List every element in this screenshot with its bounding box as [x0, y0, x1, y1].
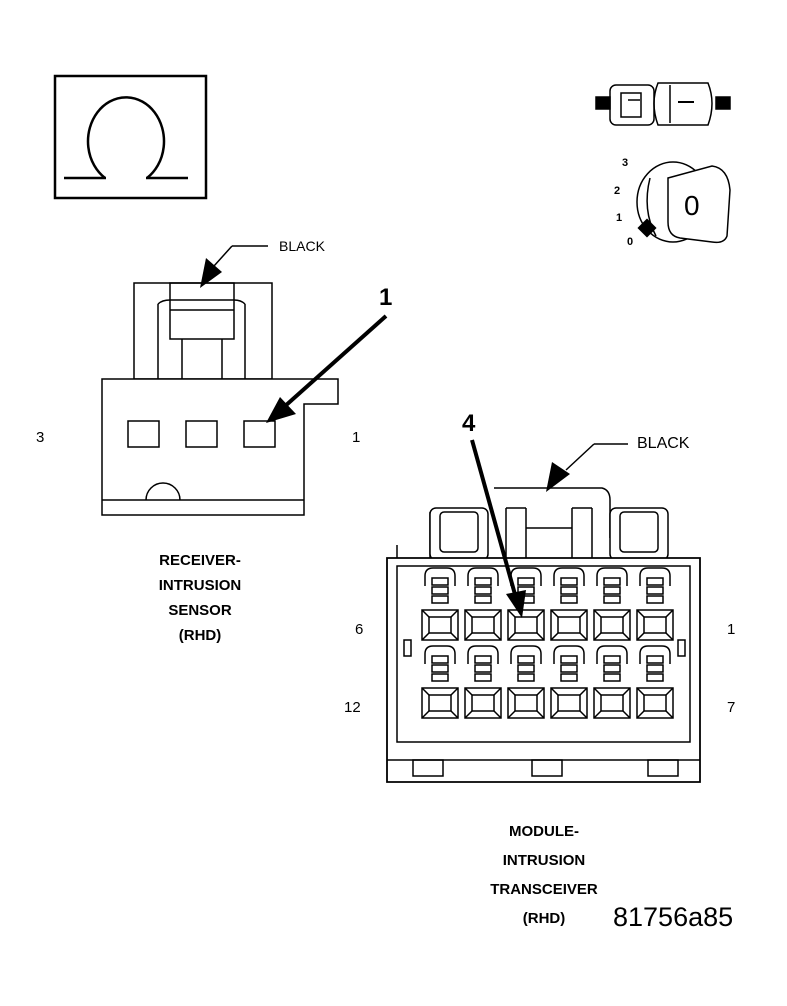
- module-cavity: [550, 567, 588, 641]
- module-pin-1: 1: [727, 621, 736, 638]
- receiver-title: RECEIVER- INTRUSION SENSOR (RHD): [158, 552, 242, 644]
- module-pin-7: 7: [727, 699, 736, 716]
- module-cavity: [507, 645, 545, 719]
- callout-1-arrow: [266, 314, 388, 423]
- ignition-key-label: 0: [684, 190, 700, 221]
- module-title: MODULE- INTRUSION TRANSCEIVER (RHD): [490, 823, 598, 927]
- receiver-connector: [101, 282, 339, 516]
- receiver-color-label: BLACK: [279, 238, 325, 254]
- receiver-color-leader: [200, 245, 268, 288]
- module-connector: [386, 487, 701, 783]
- module-cavity: [636, 567, 674, 641]
- ohm-icon: [53, 74, 208, 200]
- module-color-leader: [546, 443, 628, 492]
- receiver-pin-left: 3: [36, 429, 45, 446]
- ignition-pos-2: 2: [614, 185, 621, 197]
- module-cavity: [421, 567, 459, 641]
- module-cavity: [464, 567, 502, 641]
- module-cavity: [421, 645, 459, 719]
- ignition-pos-0: 0: [627, 236, 634, 248]
- module-callout: 4: [462, 410, 476, 437]
- disconnect-connector-icon: [595, 82, 731, 126]
- ignition-key-off-icon: [636, 161, 731, 244]
- module-cavity: [593, 567, 631, 641]
- receiver-pin-right: 1: [352, 429, 361, 446]
- module-cavity: [593, 645, 631, 719]
- module-pin-6: 6: [355, 621, 364, 638]
- module-cavity: [550, 645, 588, 719]
- module-pin-12: 12: [344, 699, 361, 716]
- ignition-pos-1: 1: [616, 212, 623, 224]
- module-color-label: BLACK: [637, 435, 690, 452]
- callout-4-arrow: [470, 439, 526, 618]
- module-cavity: [636, 645, 674, 719]
- receiver-callout: 1: [379, 284, 393, 311]
- module-cavity: [464, 645, 502, 719]
- ignition-pos-3: 3: [622, 157, 629, 169]
- figure-id: 81756a85: [613, 902, 734, 932]
